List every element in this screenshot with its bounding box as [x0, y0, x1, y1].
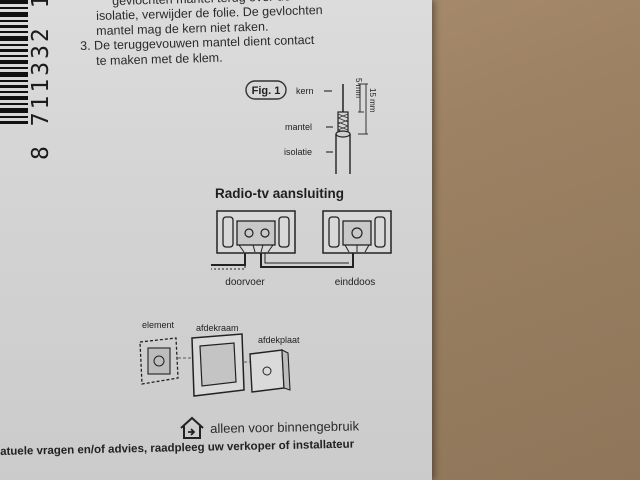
radio-tv-wiring-diagram: doorvoer einddoos	[211, 210, 392, 288]
afdekplaat-part	[249, 349, 291, 393]
fig1-kern-label: kern	[296, 86, 314, 96]
house-indoor-icon	[180, 416, 204, 439]
element-part	[139, 337, 179, 385]
instruction-sheet: 8 711332 17 gevlochten mantel terug over…	[0, 0, 432, 480]
fig1-dim-15mm: 15 mm	[368, 88, 377, 113]
afdekplaat-label: afdekplaat	[258, 335, 300, 345]
fig1-dim-5mm: 5 mm	[354, 78, 363, 98]
coax-cable-drawing	[335, 84, 351, 174]
doorvoer-socket	[216, 210, 296, 254]
fig1-label-frame	[245, 80, 287, 100]
instruction-line-5: te maken met de klem.	[96, 50, 223, 68]
fig1-cable-diagram: Fig. 1 kern mantel isolatie 5 mm 15 mm	[245, 78, 377, 174]
doorvoer-label: doorvoer	[225, 277, 265, 288]
element-label: element	[142, 320, 175, 330]
assembly-exploded-diagram: element afdekraam afdekplaat	[139, 320, 300, 397]
afdekraam-label: afdekraam	[196, 323, 239, 333]
fig1-isolatie-label: isolatie	[284, 147, 312, 157]
einddoos-socket	[322, 210, 392, 254]
coax-wires	[211, 253, 354, 270]
indoor-use-text: alleen voor binnengebruik	[210, 418, 360, 436]
barcode-number: 8 711332 17	[28, 0, 54, 160]
afdekraam-part	[191, 333, 245, 397]
radio-tv-heading: Radio-tv aansluiting	[215, 186, 345, 201]
dimension-marks: 5 mm 15 mm	[354, 78, 377, 135]
einddoos-label: einddoos	[335, 277, 376, 288]
fig1-label: Fig. 1	[252, 85, 281, 97]
footer-text: atuele vragen en/of advies, raadpleeg uw…	[0, 438, 355, 458]
fig1-mantel-label: mantel	[285, 122, 312, 132]
barcode-bars	[0, 0, 28, 124]
